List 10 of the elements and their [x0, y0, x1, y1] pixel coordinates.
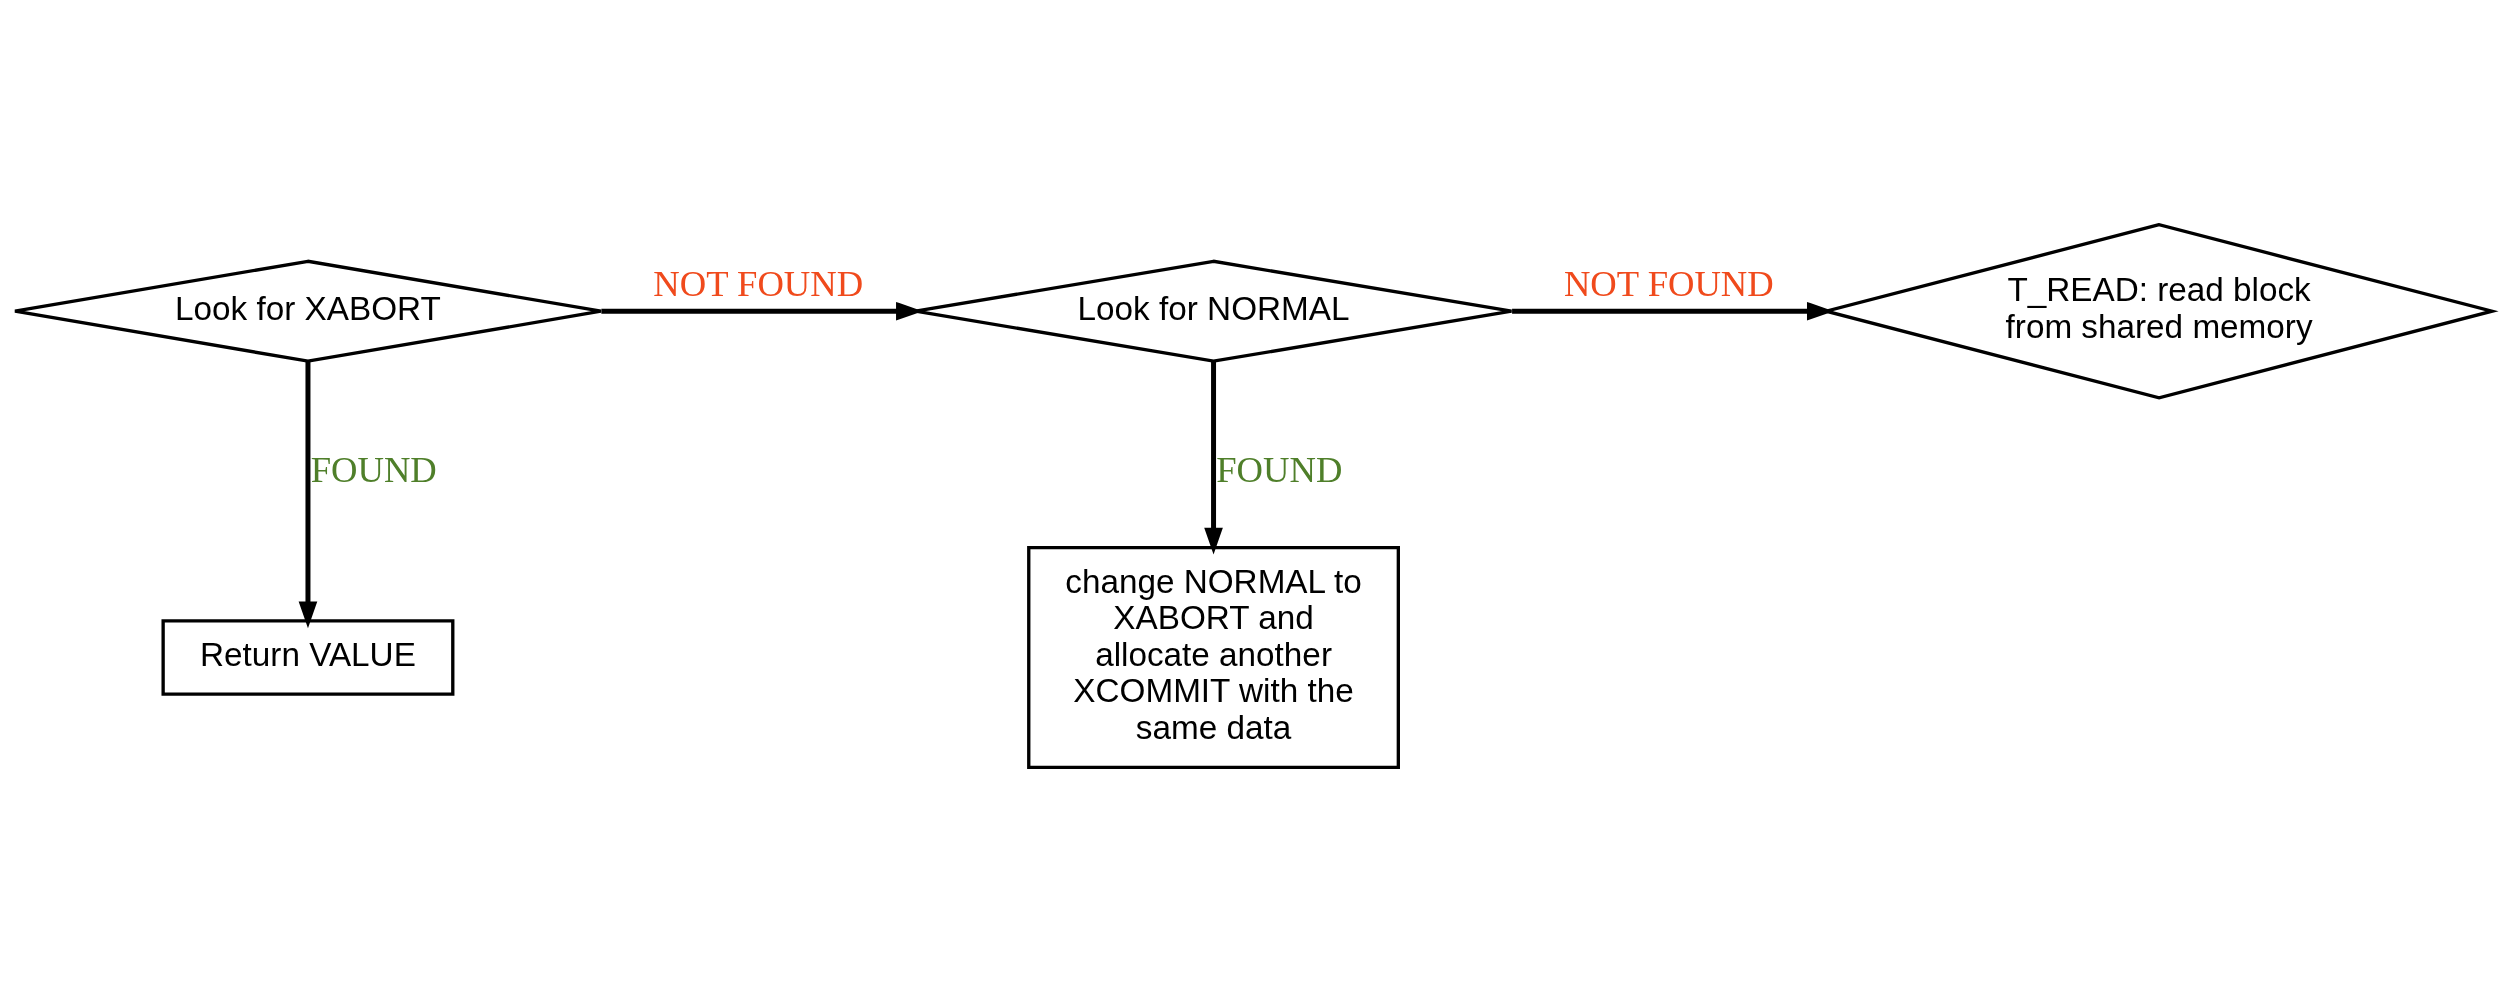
- edge-label: NOT FOUND: [653, 262, 864, 304]
- edge-label: NOT FOUND: [1563, 262, 1774, 304]
- node-box: Return VALUE: [161, 619, 455, 696]
- node-diamond: Look for XABORT: [13, 259, 603, 363]
- edge-label: FOUND: [310, 449, 437, 491]
- arrow: [298, 361, 318, 629]
- arrow: [1204, 361, 1223, 555]
- node-box: change NORMAL to XABORT and allocate another XCOMMIT with the same data: [1027, 545, 1400, 769]
- arrow: [1512, 301, 1834, 321]
- edge-label: FOUND: [1216, 449, 1343, 491]
